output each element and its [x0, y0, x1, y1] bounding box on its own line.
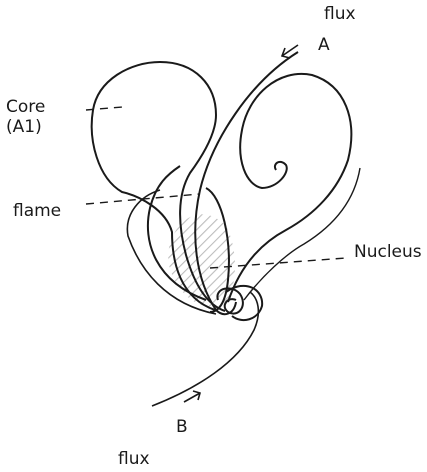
core-lobe-outline: [90, 60, 226, 312]
flux-line-a: [194, 51, 299, 316]
nucleus-outer-loop: [225, 285, 264, 322]
nucleus-leader-line: [209, 257, 347, 269]
flux-line-b: [151, 291, 260, 407]
arrow-a-icon: [280, 44, 299, 59]
right-lobe-outline: [227, 72, 353, 303]
inner-strand-1: [146, 165, 207, 301]
core-label-line1: Core: [6, 97, 46, 117]
flame-label: flame: [13, 201, 62, 221]
flux-top-label: flux: [324, 4, 356, 24]
core-leader-line: [85, 106, 123, 111]
nucleus-shading: [168, 214, 235, 307]
envelope-line-right: [243, 167, 361, 301]
inner-strand-2: [126, 189, 217, 315]
label-b: B: [176, 417, 188, 437]
core-label-line2: (A1): [6, 117, 42, 137]
flame-leader-line: [85, 193, 201, 205]
nucleus-loop: [216, 287, 244, 315]
arrow-b-icon: [183, 390, 201, 403]
nucleus-label: Nucleus: [354, 242, 422, 262]
label-a: A: [318, 35, 330, 55]
flux-bottom-label: flux: [118, 449, 150, 469]
flame-outline: [205, 187, 230, 313]
